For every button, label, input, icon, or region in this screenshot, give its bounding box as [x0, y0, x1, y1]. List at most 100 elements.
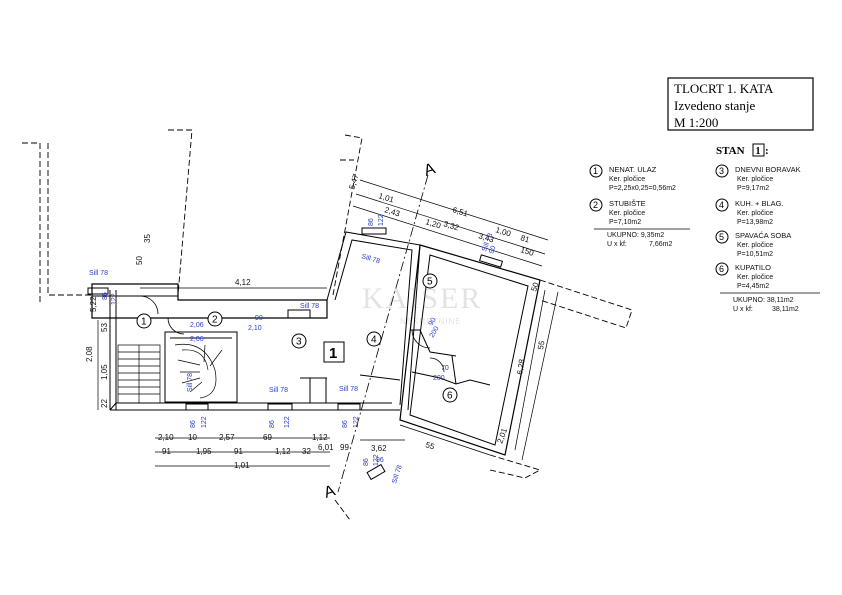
dimension-label: 4,12 — [235, 278, 251, 287]
section-label-top: A — [422, 160, 438, 180]
sill-dimension-label: 122 — [201, 416, 208, 428]
room-marker-circle-4 — [366, 331, 382, 347]
sill-dimension-label: Sill 78 — [269, 387, 288, 394]
legend-room-6-area: P=4,45m2 — [737, 283, 769, 290]
section-label-bottom: A — [322, 482, 338, 502]
dimension-label: 50 — [135, 256, 144, 265]
legend-room-3-number: 3 — [719, 166, 724, 176]
sill-dimension-label: 90 — [255, 315, 263, 322]
room-marker-4: 4 — [371, 335, 377, 346]
sill-dimension-label: 2,10 — [248, 325, 262, 332]
sill-dimension-label: Sill 78 — [300, 303, 319, 310]
dimension-label: 1,12 — [275, 447, 291, 456]
sill-dimension-label: Sill 78 — [89, 270, 108, 277]
legend-uxkf-right-value: 38,11m2 — [772, 306, 799, 313]
legend-room-3-area: P=9,17m2 — [737, 185, 769, 192]
dimension-label: 1,12 — [312, 433, 328, 442]
sill-dimension-label: 90 — [428, 317, 438, 327]
legend-room-6-number: 6 — [719, 264, 724, 274]
room-marker-6: 6 — [447, 391, 453, 402]
sill-dimension-label: 70 — [441, 365, 449, 372]
dimension-label: 6,51 — [451, 205, 469, 218]
room-marker-circle-6 — [442, 387, 458, 403]
dimension-lines — [97, 179, 559, 467]
room-marker-circle-2 — [207, 311, 223, 327]
legend-uxkf-left-value: 7,66m2 — [649, 241, 672, 248]
legend-room-1-number: 1 — [593, 166, 598, 176]
stan-suffix: : — [765, 145, 769, 157]
legend-room-6: 6 KUPATILO Ker. pločice P=4,45m2 — [715, 262, 773, 290]
dimension-label: 1,05 — [100, 364, 109, 380]
legend-room-4: 4 KUH. + BLAG. Ker. pločice P=13,98m2 — [715, 198, 784, 226]
sill-dimension-label: 2,06 — [190, 336, 204, 343]
watermark: KAISER NEKRETNINE — [362, 282, 482, 326]
dimension-label: 1,01 — [234, 461, 250, 470]
legend-room-4-number: 4 — [719, 200, 724, 210]
dimension-label: 10 — [188, 433, 197, 442]
room-marker-1: 1 — [141, 317, 147, 328]
dimension-label: 2,10 — [158, 433, 174, 442]
room-marker-3: 3 — [296, 337, 302, 348]
dimension-label: 6,01 — [318, 443, 334, 452]
room-marker-5: 5 — [427, 277, 433, 288]
sill-dimension-label: Sill 78 — [391, 464, 404, 484]
sill-dimension-label: 96 — [376, 457, 384, 464]
room-legend: 1 NENAT. ULAZ Ker. pločice P=2,25x0,25=0… — [589, 164, 820, 313]
watermark-subtext: NEKRETNINE — [400, 317, 462, 326]
sill-dimension-label: 86 — [342, 420, 349, 428]
sill-dimension-label: 86 — [102, 292, 109, 300]
sill-dimension-label: 122 — [353, 416, 360, 428]
dimension-label: 150 — [519, 245, 535, 258]
legend-room-2-finish: Ker. pločice — [609, 210, 645, 217]
stan-number: 1 — [756, 146, 761, 157]
plan-subtitle: Izvedeno stanje — [674, 98, 755, 113]
sill-dimension-label: 200 — [433, 375, 445, 382]
title-block: TLOCRT 1. KATA Izvedeno stanje M 1:200 — [667, 77, 814, 131]
sill-dimension-label: 86 — [368, 218, 375, 226]
legend-room-3-name: DNEVNI BORAVAK — [735, 165, 801, 174]
dimension-label: 1,95 — [196, 447, 212, 456]
legend-room-4-finish: Ker. pločice — [737, 210, 773, 217]
dimension-label: 3,32 — [442, 219, 460, 232]
legend-total-right: UKUPNO: 38,11m2 — [733, 297, 794, 304]
legend-room-6-finish: Ker. pločice — [737, 274, 773, 281]
legend-room-1: 1 NENAT. ULAZ Ker. pločice P=2,25x0,25=0… — [589, 164, 676, 192]
room-marker-circle-5 — [422, 273, 438, 289]
plan-walls — [22, 129, 633, 521]
unit-label: 1 — [323, 341, 345, 363]
dimension-label: 81 — [519, 233, 531, 244]
legend-total-left: UKUPNO: 9,35m2 — [607, 232, 664, 239]
dimension-label: 5,47 — [347, 173, 361, 191]
stan-heading: STAN 1 : — [716, 143, 769, 157]
plan-title: TLOCRT 1. KATA — [674, 81, 774, 96]
dimension-label: 3,62 — [371, 444, 387, 453]
legend-room-4-name: KUH. + BLAG. — [735, 199, 784, 208]
legend-room-5: 5 SPAVAĆA SOBA Ker. pločice P=10,51m2 — [715, 230, 791, 258]
legend-room-2-number: 2 — [593, 200, 598, 210]
sill-dimension-label: Sill 78 — [187, 373, 194, 392]
legend-room-5-finish: Ker. pločice — [737, 242, 773, 249]
dimension-label: 1,01 — [377, 191, 395, 204]
legend-room-3-finish: Ker. pločice — [737, 176, 773, 183]
sill-dimension-label: 122 — [284, 416, 291, 428]
sill-dimension-label: 122 — [111, 293, 118, 305]
watermark-text: KAISER — [362, 282, 482, 315]
legend-room-3: 3 DNEVNI BORAVAK Ker. pločice P=9,17m2 — [715, 164, 801, 192]
dimension-label: 2,08 — [85, 346, 94, 362]
dimension-label: 99 — [340, 443, 349, 452]
sill-dimension-label: 86 — [269, 420, 276, 428]
dimension-label: 32 — [302, 447, 311, 456]
legend-room-2-area: P=7,10m2 — [609, 219, 641, 226]
room-marker-circle-3 — [291, 333, 307, 349]
dimension-label: 50 — [529, 281, 540, 293]
plan-scale: M 1:200 — [674, 115, 718, 130]
dimension-label: 69 — [263, 433, 272, 442]
stan-prefix: STAN — [716, 145, 745, 157]
legend-room-1-name: NENAT. ULAZ — [609, 165, 657, 174]
legend-room-5-number: 5 — [719, 232, 724, 242]
dimension-label: 55 — [424, 440, 436, 451]
